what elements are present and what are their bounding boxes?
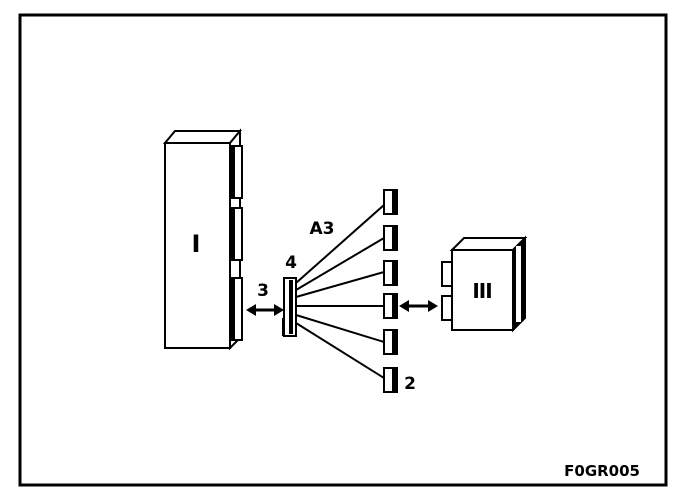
harness-plug-2 (383, 225, 398, 251)
harness-plug-1 (383, 189, 398, 215)
connector-4 (282, 277, 297, 337)
label-2: 2 (404, 374, 416, 394)
reference-code: F0GR005 (564, 462, 640, 480)
unit-iii-module (441, 235, 528, 333)
harness-plug-5 (383, 329, 398, 355)
label-4: 4 (285, 253, 297, 273)
unit-iii-port-2 (441, 295, 453, 321)
harness-plug-2-terminal (383, 367, 398, 393)
harness-plugs (383, 189, 398, 393)
link-arrow-iii (399, 300, 438, 312)
harness-plug-4 (383, 293, 398, 319)
unit-iii-port-1 (441, 261, 453, 287)
label-3: 3 (257, 281, 269, 301)
harness-a3-wires (295, 204, 385, 379)
harness-plug-3 (383, 260, 398, 286)
unit-i-module (162, 128, 243, 351)
link-arrow-3 (246, 304, 284, 316)
label-a3: A3 (310, 219, 335, 239)
diagram-frame (18, 13, 668, 487)
unit-iii-label: III (472, 279, 491, 303)
unit-i-label: I (192, 230, 201, 258)
